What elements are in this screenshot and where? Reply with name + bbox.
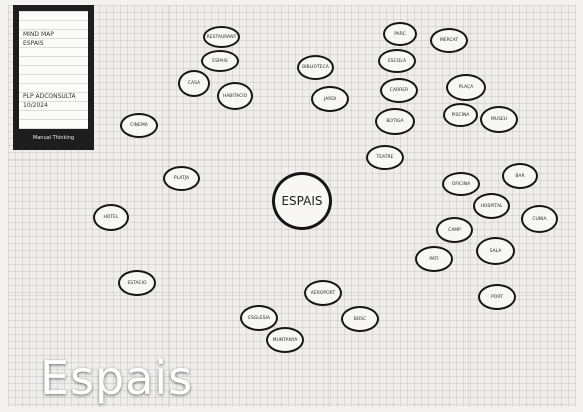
mind-map-node: PISCINA — [443, 103, 478, 127]
mind-map-node: CARRER — [380, 78, 418, 103]
mind-map-node: AEROPORT — [304, 280, 342, 306]
mind-map-node: CAMP — [436, 217, 473, 243]
mind-map-node: ESTACIO — [118, 270, 156, 296]
mind-map-node: BOTIGA — [375, 108, 415, 135]
mind-map-node: HABITACIO — [217, 82, 253, 110]
mind-map-node: JARDI — [311, 86, 349, 112]
card-brand: Manual Thinking — [32, 135, 75, 141]
mind-map-node: ESCOLA — [378, 49, 416, 73]
card-paper: MIND MAP ESPAIS PLP ADCONSULTA 10/2024 — [19, 11, 88, 129]
mind-map-node: PARC — [383, 22, 417, 46]
mind-map-node: PLATJA — [163, 166, 200, 191]
mind-map-node: ESPAIS — [201, 50, 239, 72]
fold-line — [8, 295, 576, 296]
mind-map-node: BOSC — [341, 306, 379, 332]
mind-map-node: CASA — [178, 70, 210, 97]
mind-map-node: PORT — [478, 284, 516, 310]
mind-map-node: HOTEL — [93, 204, 129, 231]
card-line: ESPAIS — [23, 40, 44, 47]
mind-map-node: TEATRE — [366, 145, 404, 170]
fold-line — [468, 5, 469, 407]
fold-line — [8, 160, 576, 161]
mind-map-node: ESGLESIA — [240, 305, 278, 331]
mind-map-node: BAR — [502, 163, 538, 189]
central-node: ESPAIS — [272, 172, 332, 230]
mind-map-node: MUSEU — [480, 106, 518, 133]
card-line: PLP ADCONSULTA — [23, 93, 76, 100]
mind-map-node: BIBLIOTECA — [297, 55, 334, 80]
mind-map-node: OFICINA — [442, 172, 480, 196]
mind-map-node: CINEMA — [120, 113, 158, 138]
fold-line — [168, 5, 169, 407]
mind-map-node: PLAÇA — [446, 74, 486, 101]
mind-map-node: RESTAURANT — [203, 26, 240, 48]
mind-map-node: MUNTANYA — [266, 327, 304, 353]
mind-map-node: PATI — [415, 246, 453, 272]
card-line: MIND MAP — [23, 31, 54, 38]
mind-map-node: SALA — [476, 237, 515, 265]
mind-map-node: CUINA — [521, 205, 558, 233]
mind-map-node: MERCAT — [430, 28, 468, 53]
mind-map-node: HOSPITAL — [473, 193, 510, 219]
page-title: Espais — [40, 351, 194, 405]
title-card: MIND MAP ESPAIS PLP ADCONSULTA 10/2024 M… — [13, 5, 94, 150]
card-line: 10/2024 — [23, 102, 48, 109]
